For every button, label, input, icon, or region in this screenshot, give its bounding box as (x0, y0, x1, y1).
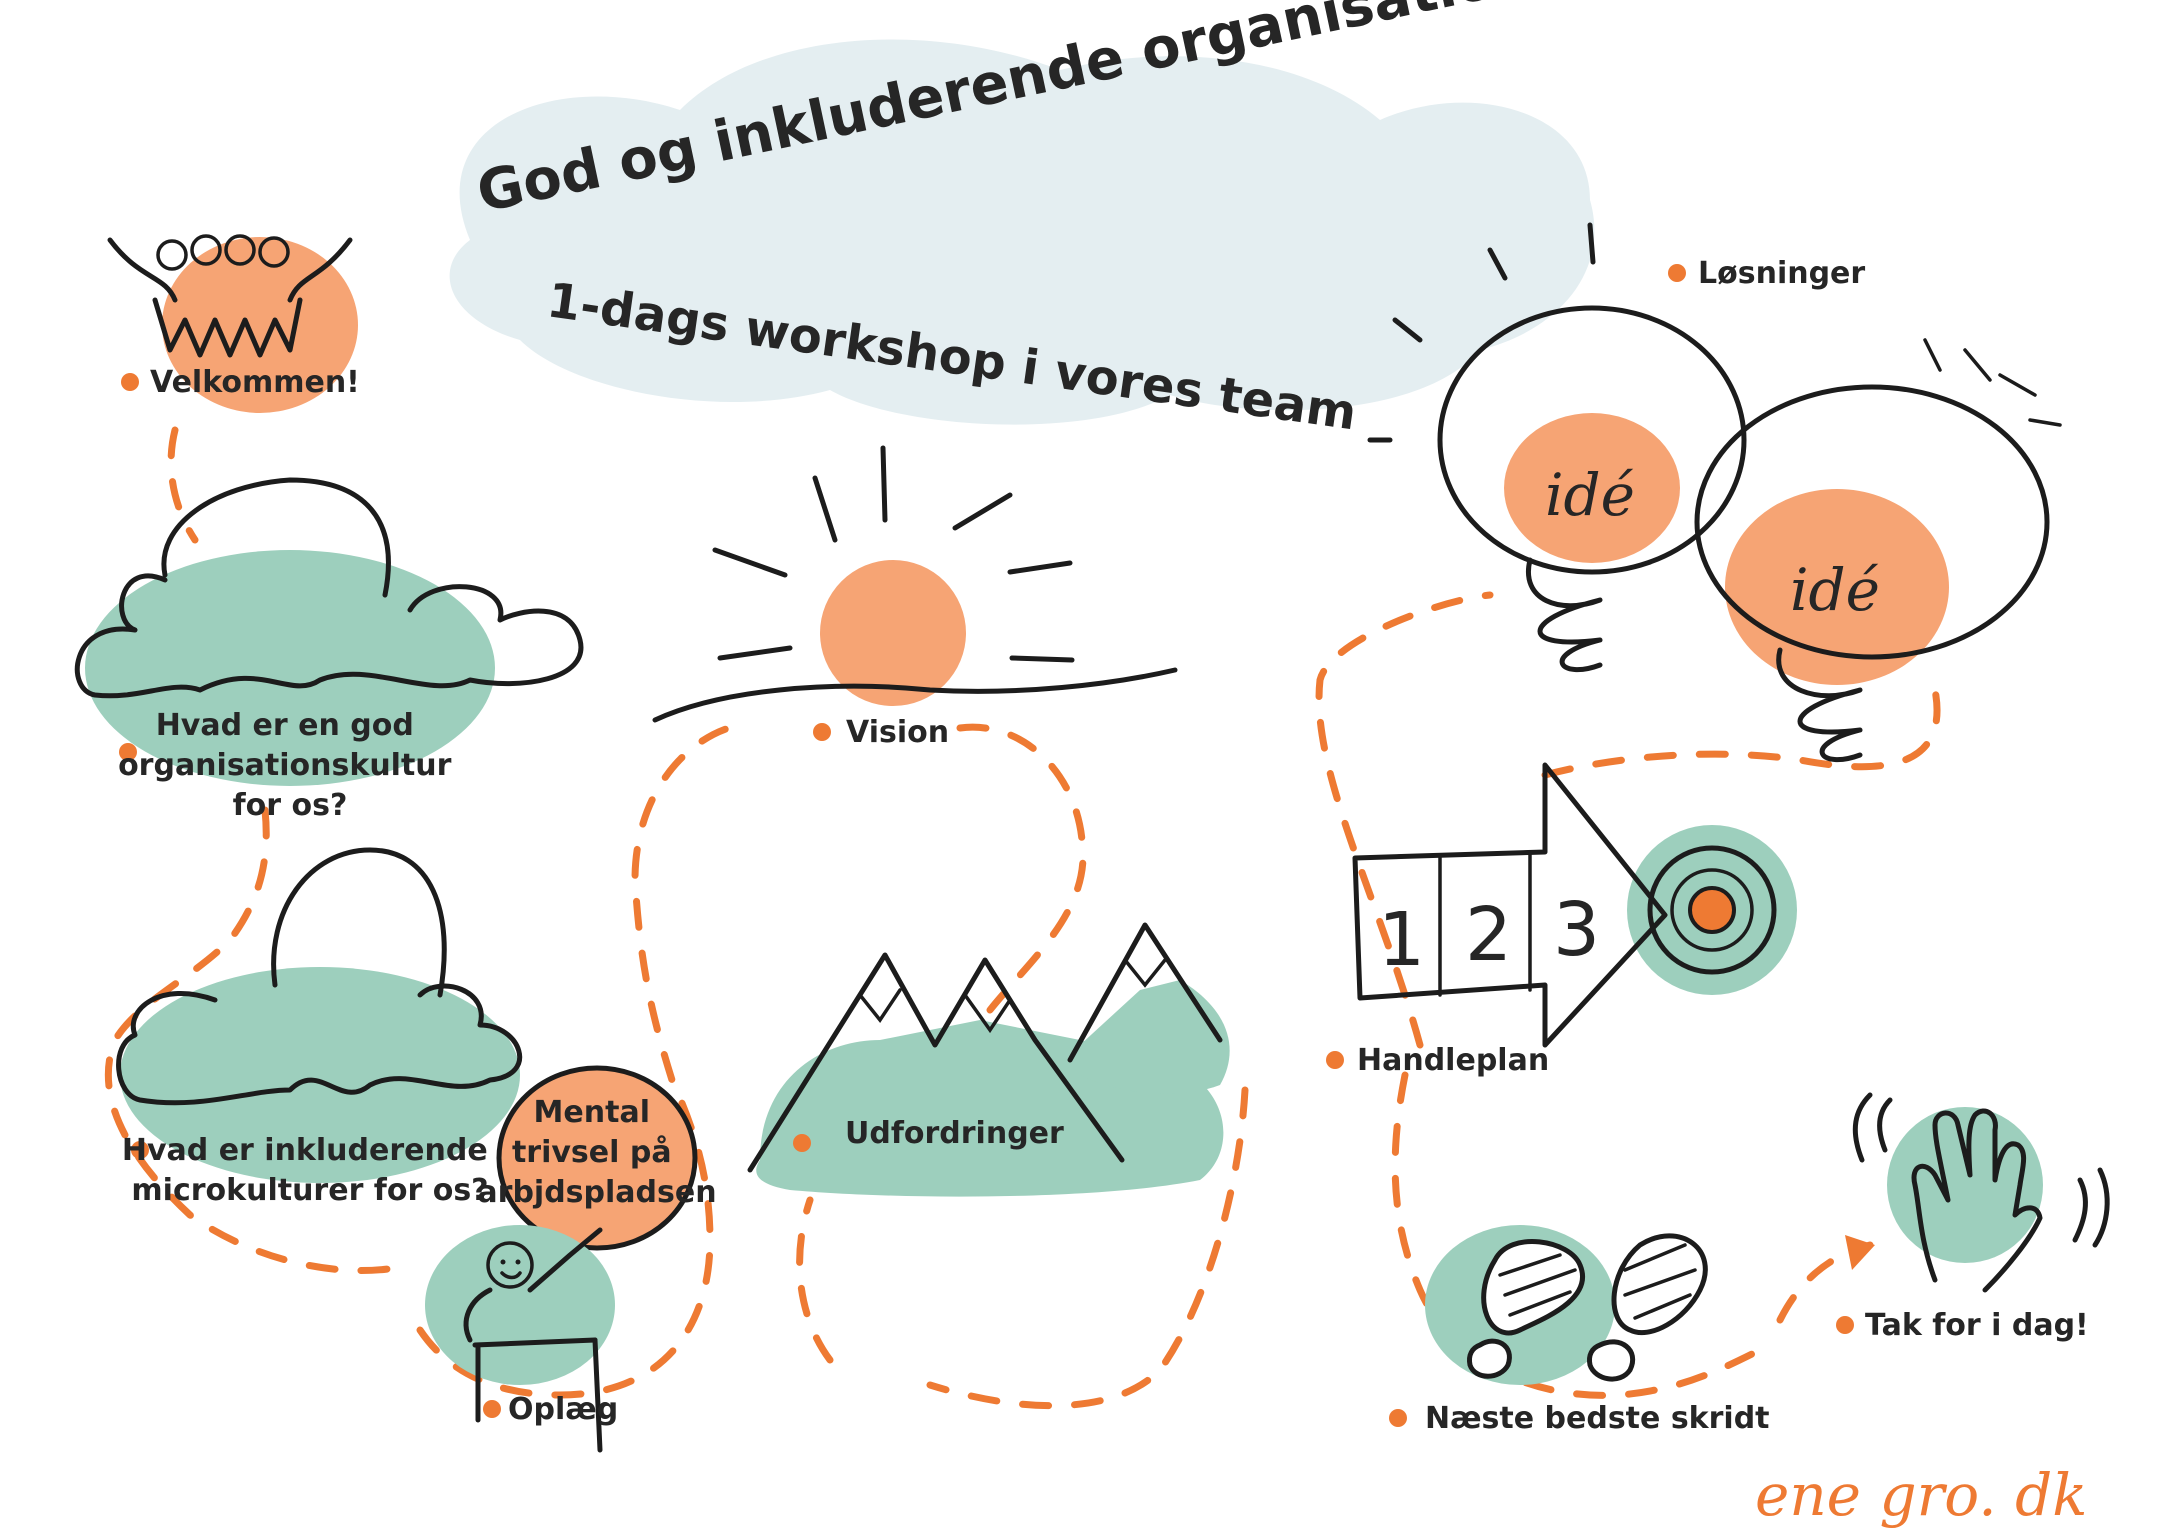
handleplan-dot (1326, 1051, 1344, 1069)
title-cloud (449, 39, 1595, 425)
presenter-illustration (425, 1225, 615, 1453)
oplaeg-dot (483, 1400, 501, 1418)
micro-cultures-label: Hvad er inkluderende microkulturer for o… (122, 1133, 498, 1208)
vision-sun (652, 445, 1178, 723)
good-culture-label: Hvad er en god organisationskultur for o… (118, 708, 462, 823)
micro-cultures-dot (131, 1141, 149, 1159)
micro-cultures-cloud (116, 847, 522, 1183)
brand-logo: ene gro. dk (1755, 1461, 2087, 1529)
udfordringer-dot (793, 1134, 811, 1152)
waving-hand-illustration (1776, 1092, 2110, 1324)
idea-label-2: idé (1790, 556, 1880, 624)
good-culture-cloud (74, 477, 584, 786)
step-2-label: 2 (1465, 892, 1512, 978)
mountains-illustration (747, 922, 1230, 1197)
velkommen-label: Velkommen! (150, 365, 360, 400)
mental-label: Mental trivsel på arbjdspladsen (477, 1095, 716, 1210)
tak-dot (1836, 1316, 1854, 1334)
lightbulbs-illustration (1367, 222, 2062, 763)
footprints-illustration (1425, 1225, 1708, 1385)
losninger-dot (1668, 264, 1686, 282)
velkommen-illustration (107, 234, 358, 413)
naeste-label: Næste bedste skridt (1425, 1401, 1770, 1436)
step-1-label: 1 (1378, 897, 1425, 983)
losninger-label: Løsninger (1698, 256, 1865, 291)
tak-label: Tak for i dag! (1865, 1308, 2089, 1343)
step-3-label: 3 (1553, 887, 1600, 973)
oplaeg-label: Oplæg (508, 1392, 618, 1427)
udfordringer-label: Udfordringer (845, 1116, 1064, 1151)
handleplan-label: Handleplan (1357, 1043, 1549, 1078)
action-plan-illustration (1352, 762, 1797, 1048)
vision-label: Vision (846, 715, 949, 750)
naeste-dot (1389, 1409, 1407, 1427)
idea-label-1: idé (1545, 461, 1635, 529)
good-culture-dot (119, 743, 137, 761)
velkommen-dot (121, 373, 139, 391)
mental-bubble (496, 1065, 698, 1251)
vision-dot (813, 723, 831, 741)
